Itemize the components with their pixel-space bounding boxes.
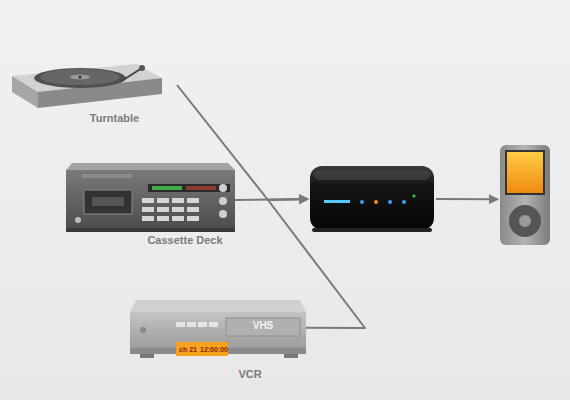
cassette-deck-illustration-part: [219, 197, 227, 205]
turntable-illustration-part: [139, 65, 145, 71]
cassette-deck-illustration-part: [148, 184, 230, 192]
recorder-illustration-part: [312, 228, 432, 232]
ipod-node: [498, 143, 552, 247]
cassette-deck-illustration-part-part: [142, 198, 154, 203]
cassette-deck-illustration-part-part: [157, 216, 169, 221]
ipod-illustration-part: [500, 145, 550, 245]
cassette-deck-illustration-part-part: [157, 207, 169, 212]
vcr-illustration-part: [176, 322, 218, 327]
vcr-illustration: [130, 300, 306, 358]
recorder-node: [308, 163, 436, 235]
vcr-illustration-part-part: [176, 322, 185, 327]
channel-readout: ch 21: [176, 345, 200, 355]
cassette-deck-illustration-part-part: [142, 216, 154, 221]
recorder-illustration-part: [360, 200, 364, 204]
cassette-deck-illustration-part: [82, 174, 132, 178]
cassette-deck-illustration-part-part: [187, 198, 199, 203]
recorder-illustration-part: [388, 200, 392, 204]
cassette-deck-illustration-part-part: [157, 198, 169, 203]
turntable-illustration-part: [34, 68, 126, 88]
cassette-deck-illustration-part: [152, 186, 182, 190]
turntable-illustration-part: [79, 76, 82, 79]
cassette-deck-illustration-part: [75, 217, 81, 223]
cassette-deck-illustration: [66, 163, 235, 232]
turntable-node: Turntable: [12, 62, 177, 110]
recorder-illustration-part: [314, 170, 430, 180]
cassette-deck-illustration-part: [66, 163, 235, 170]
vcr-illustration-part-part: [209, 322, 218, 327]
device-label: VCR: [190, 368, 310, 381]
cassette-deck-illustration-part: [84, 190, 132, 214]
recorder-illustration-part: [413, 195, 416, 198]
turntable-illustration: [12, 64, 162, 108]
cassette-deck-illustration-part: [186, 186, 216, 190]
ipod-illustration-part: [509, 205, 541, 237]
cassette-deck-illustration-part-part: [172, 207, 184, 212]
turntable-illustration-part: [12, 76, 38, 108]
device-label: Cassette Deck: [115, 234, 255, 247]
recorder-illustration-part: [324, 200, 350, 203]
vcr-illustration-part: [284, 354, 298, 358]
device-label: Turntable: [52, 112, 177, 125]
cassette-deck-illustration-part: [142, 198, 199, 221]
cassette-deck-illustration-part: [66, 228, 235, 232]
vcr-illustration-part: [226, 318, 300, 336]
cassette-deck-node: Cassette Deck: [65, 163, 235, 233]
ipod-illustration-part: [507, 152, 543, 193]
signal-connector: [436, 198, 498, 200]
clock-readout: 12:00:00: [198, 345, 230, 355]
cassette-deck-illustration-part: [219, 184, 227, 192]
cassette-deck-illustration-part-part: [142, 207, 154, 212]
recorder-illustration-part: [310, 166, 434, 230]
cassette-deck-illustration-part: [219, 210, 227, 218]
recorder-illustration: [310, 166, 434, 232]
turntable-illustration-part: [120, 68, 142, 82]
format-mark: VHS: [232, 321, 294, 331]
ipod-illustration: [500, 145, 550, 245]
cassette-deck-illustration-part-part: [172, 216, 184, 221]
cassette-deck-illustration-part-part: [187, 216, 199, 221]
turntable-illustration-part: [40, 69, 120, 85]
ipod-illustration-part: [505, 150, 545, 195]
vcr-illustration-part: [140, 354, 154, 358]
cassette-deck-illustration-part-part: [172, 198, 184, 203]
vcr-illustration-part: [140, 327, 146, 333]
vcr-illustration-part-part: [187, 322, 196, 327]
turntable-illustration-part: [70, 75, 90, 80]
cassette-deck-illustration-part: [92, 197, 124, 206]
ipod-illustration-part: [519, 215, 531, 227]
vcr-illustration-part: [130, 300, 306, 312]
vcr-illustration-part-part: [198, 322, 207, 327]
recorder-illustration-part: [402, 200, 406, 204]
recorder-illustration-part: [374, 200, 378, 204]
cassette-deck-illustration-part: [66, 170, 235, 228]
cassette-deck-illustration-part-part: [187, 207, 199, 212]
